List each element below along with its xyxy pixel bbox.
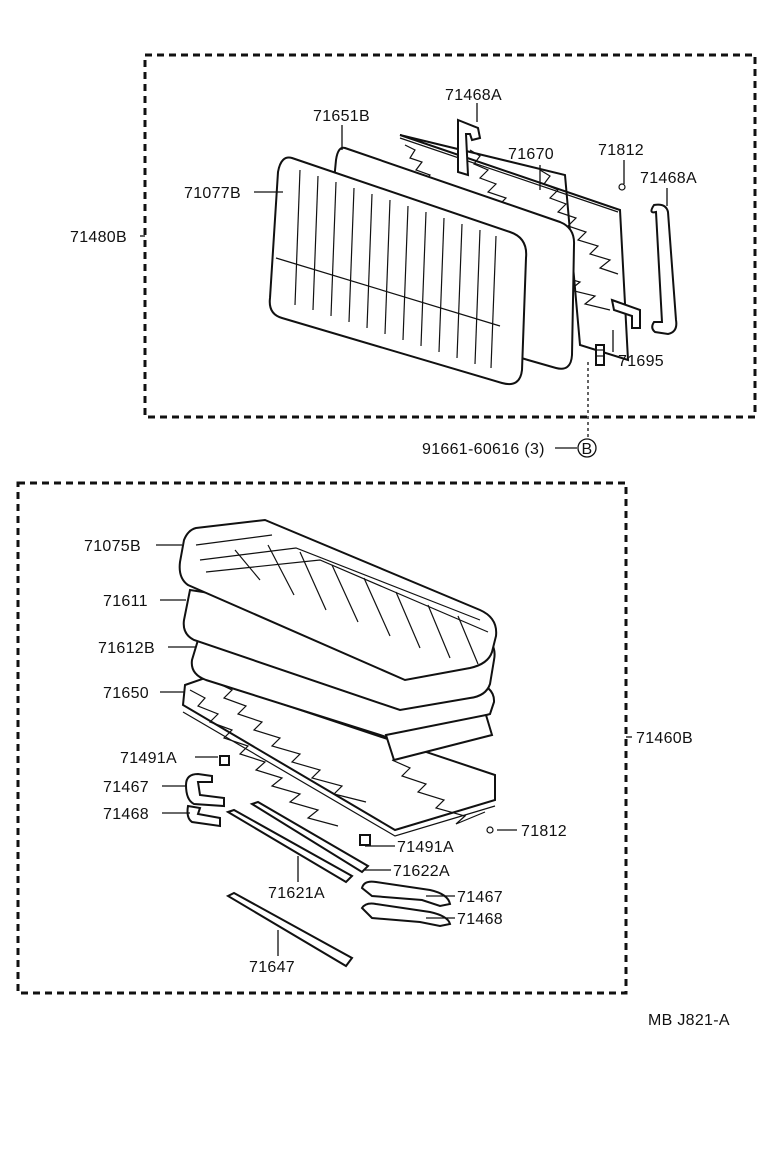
upper-group-boundary	[143, 53, 757, 419]
label-upper-assembly: 71480B	[70, 229, 127, 246]
hinge-top-upper	[457, 118, 482, 177]
label-upper-cover: 71077B	[184, 185, 241, 202]
clip-upper	[618, 183, 626, 191]
leader-lines-upper	[140, 103, 668, 458]
label-lower-hinge-right-a: 71467	[457, 889, 503, 906]
label-lower-rod-long: 71621A	[268, 885, 325, 902]
bracket-upper	[610, 298, 641, 329]
rod-short	[249, 800, 370, 874]
bar-lower	[225, 891, 354, 968]
label-upper-spring: 71670	[508, 146, 554, 163]
clip-lower	[486, 826, 494, 834]
label-lower-clip: 71812	[521, 823, 567, 840]
label-upper-bolt: 91661-60616 (3)	[422, 441, 545, 458]
hinge-right-upper	[650, 203, 678, 336]
label-lower-stopper-left: 71491A	[120, 750, 177, 767]
label-upper-hinge-right: 71468A	[640, 170, 697, 187]
seat-back-cover	[268, 156, 528, 386]
label-lower-rod-short: 71622A	[393, 863, 450, 880]
stopper-right	[359, 834, 371, 846]
diagram-code: MB J821-A	[648, 1012, 730, 1029]
label-lower-assembly: 71460B	[636, 730, 693, 747]
rod-long	[225, 808, 354, 884]
leader-lines-lower	[156, 544, 632, 956]
label-marker-b: B	[582, 441, 593, 458]
label-lower-spring: 71650	[103, 685, 149, 702]
pad-lower-b-extension	[384, 713, 494, 762]
hinge-right-a	[360, 880, 452, 908]
label-lower-stopper-right: 71491A	[397, 839, 454, 856]
label-upper-pad: 71651B	[313, 108, 370, 125]
label-lower-pad-lower: 71612B	[98, 640, 155, 657]
hinge-left-b	[186, 804, 221, 828]
label-lower-cover: 71075B	[84, 538, 141, 555]
label-lower-hinge-left-a: 71467	[103, 779, 149, 796]
hinge-left-a	[184, 772, 225, 808]
label-lower-pad-upper: 71611	[103, 593, 148, 610]
label-upper-hinge-top: 71468A	[445, 87, 502, 104]
seat-cushion-cover	[178, 518, 498, 682]
bolt-upper	[595, 344, 605, 366]
lower-group-boundary	[16, 481, 628, 995]
stopper-left	[219, 755, 230, 766]
label-lower-hinge-left-b: 71468	[103, 806, 149, 823]
label-upper-bracket: 71695	[618, 353, 664, 370]
label-lower-bar: 71647	[249, 959, 295, 976]
hinge-right-b	[360, 902, 452, 928]
label-lower-hinge-right-b: 71468	[457, 911, 503, 928]
marker-b-circle	[577, 438, 597, 458]
label-upper-clip: 71812	[598, 142, 644, 159]
